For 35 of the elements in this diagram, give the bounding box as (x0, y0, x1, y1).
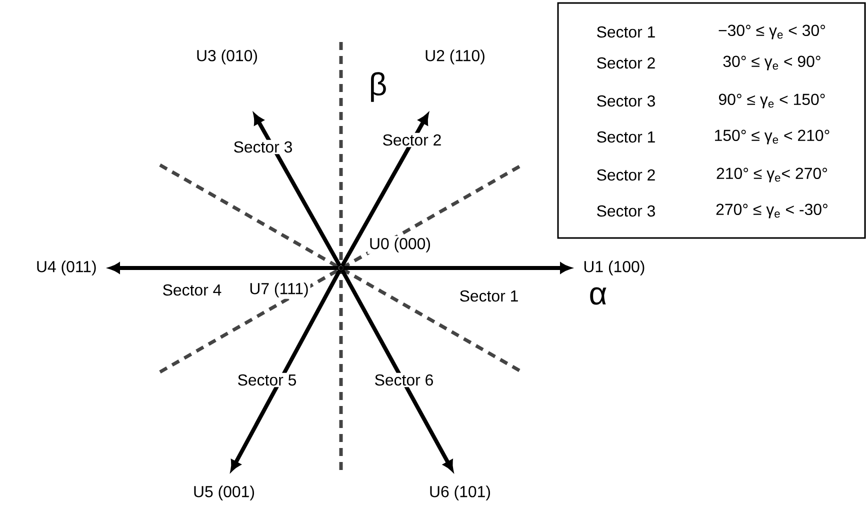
table-cell: 210° ≤ γ$_{e}$< 270° (714, 166, 830, 184)
table-cell: Sector 3 (594, 204, 658, 218)
vector-arrow (230, 268, 342, 472)
vector-label: U0 (000) (368, 236, 433, 254)
table-cell: Sector 2 (594, 56, 658, 70)
table-cell: 150° ≤ γ$_{e}$ < 210° (712, 128, 832, 146)
sector-label: Sector 5 (236, 372, 298, 388)
sector-label: Sector 2 (380, 132, 444, 148)
table-cell: Sector 1 (594, 24, 658, 40)
table-cell: 90° ≤ γ$_{e}$ < 150° (716, 92, 828, 110)
vector-label: U1 (100) (584, 260, 644, 276)
sector-label: Sector 4 (160, 282, 224, 298)
sector-label: Sector 3 (232, 140, 294, 154)
table-cell: Sector 1 (594, 130, 658, 144)
vector-arrow (109, 262, 339, 274)
vector-arrow (340, 114, 429, 268)
vector-label: U2 (110) (426, 50, 484, 64)
table-cell: Sector 3 (594, 94, 658, 108)
vector-label: U3 (010) (197, 50, 257, 64)
table-cell: 30° ≤ γ$_{e}$ < 90° (721, 54, 823, 72)
table-cell: 270° ≤ γ$_{e}$ < -30° (714, 202, 830, 220)
vector-label: U6 (101) (430, 486, 490, 500)
vector-arrow (343, 262, 571, 274)
vector-arrow (340, 268, 454, 472)
vector-label: U7 (111) (248, 281, 310, 299)
sector-label: Sector 6 (372, 372, 436, 388)
origin-point (339, 266, 343, 270)
axis-label: α (587, 286, 609, 306)
table-cell: Sector 2 (594, 168, 658, 182)
vector-label: U5 (001) (194, 486, 254, 500)
sector-label: Sector 1 (458, 288, 520, 304)
vector-label: U4 (011) (37, 260, 96, 276)
vector-arrow (253, 114, 342, 268)
table-cell: −30° ≤ γ$_{e}$ < 30° (716, 23, 828, 41)
axis-label: β (367, 70, 389, 104)
